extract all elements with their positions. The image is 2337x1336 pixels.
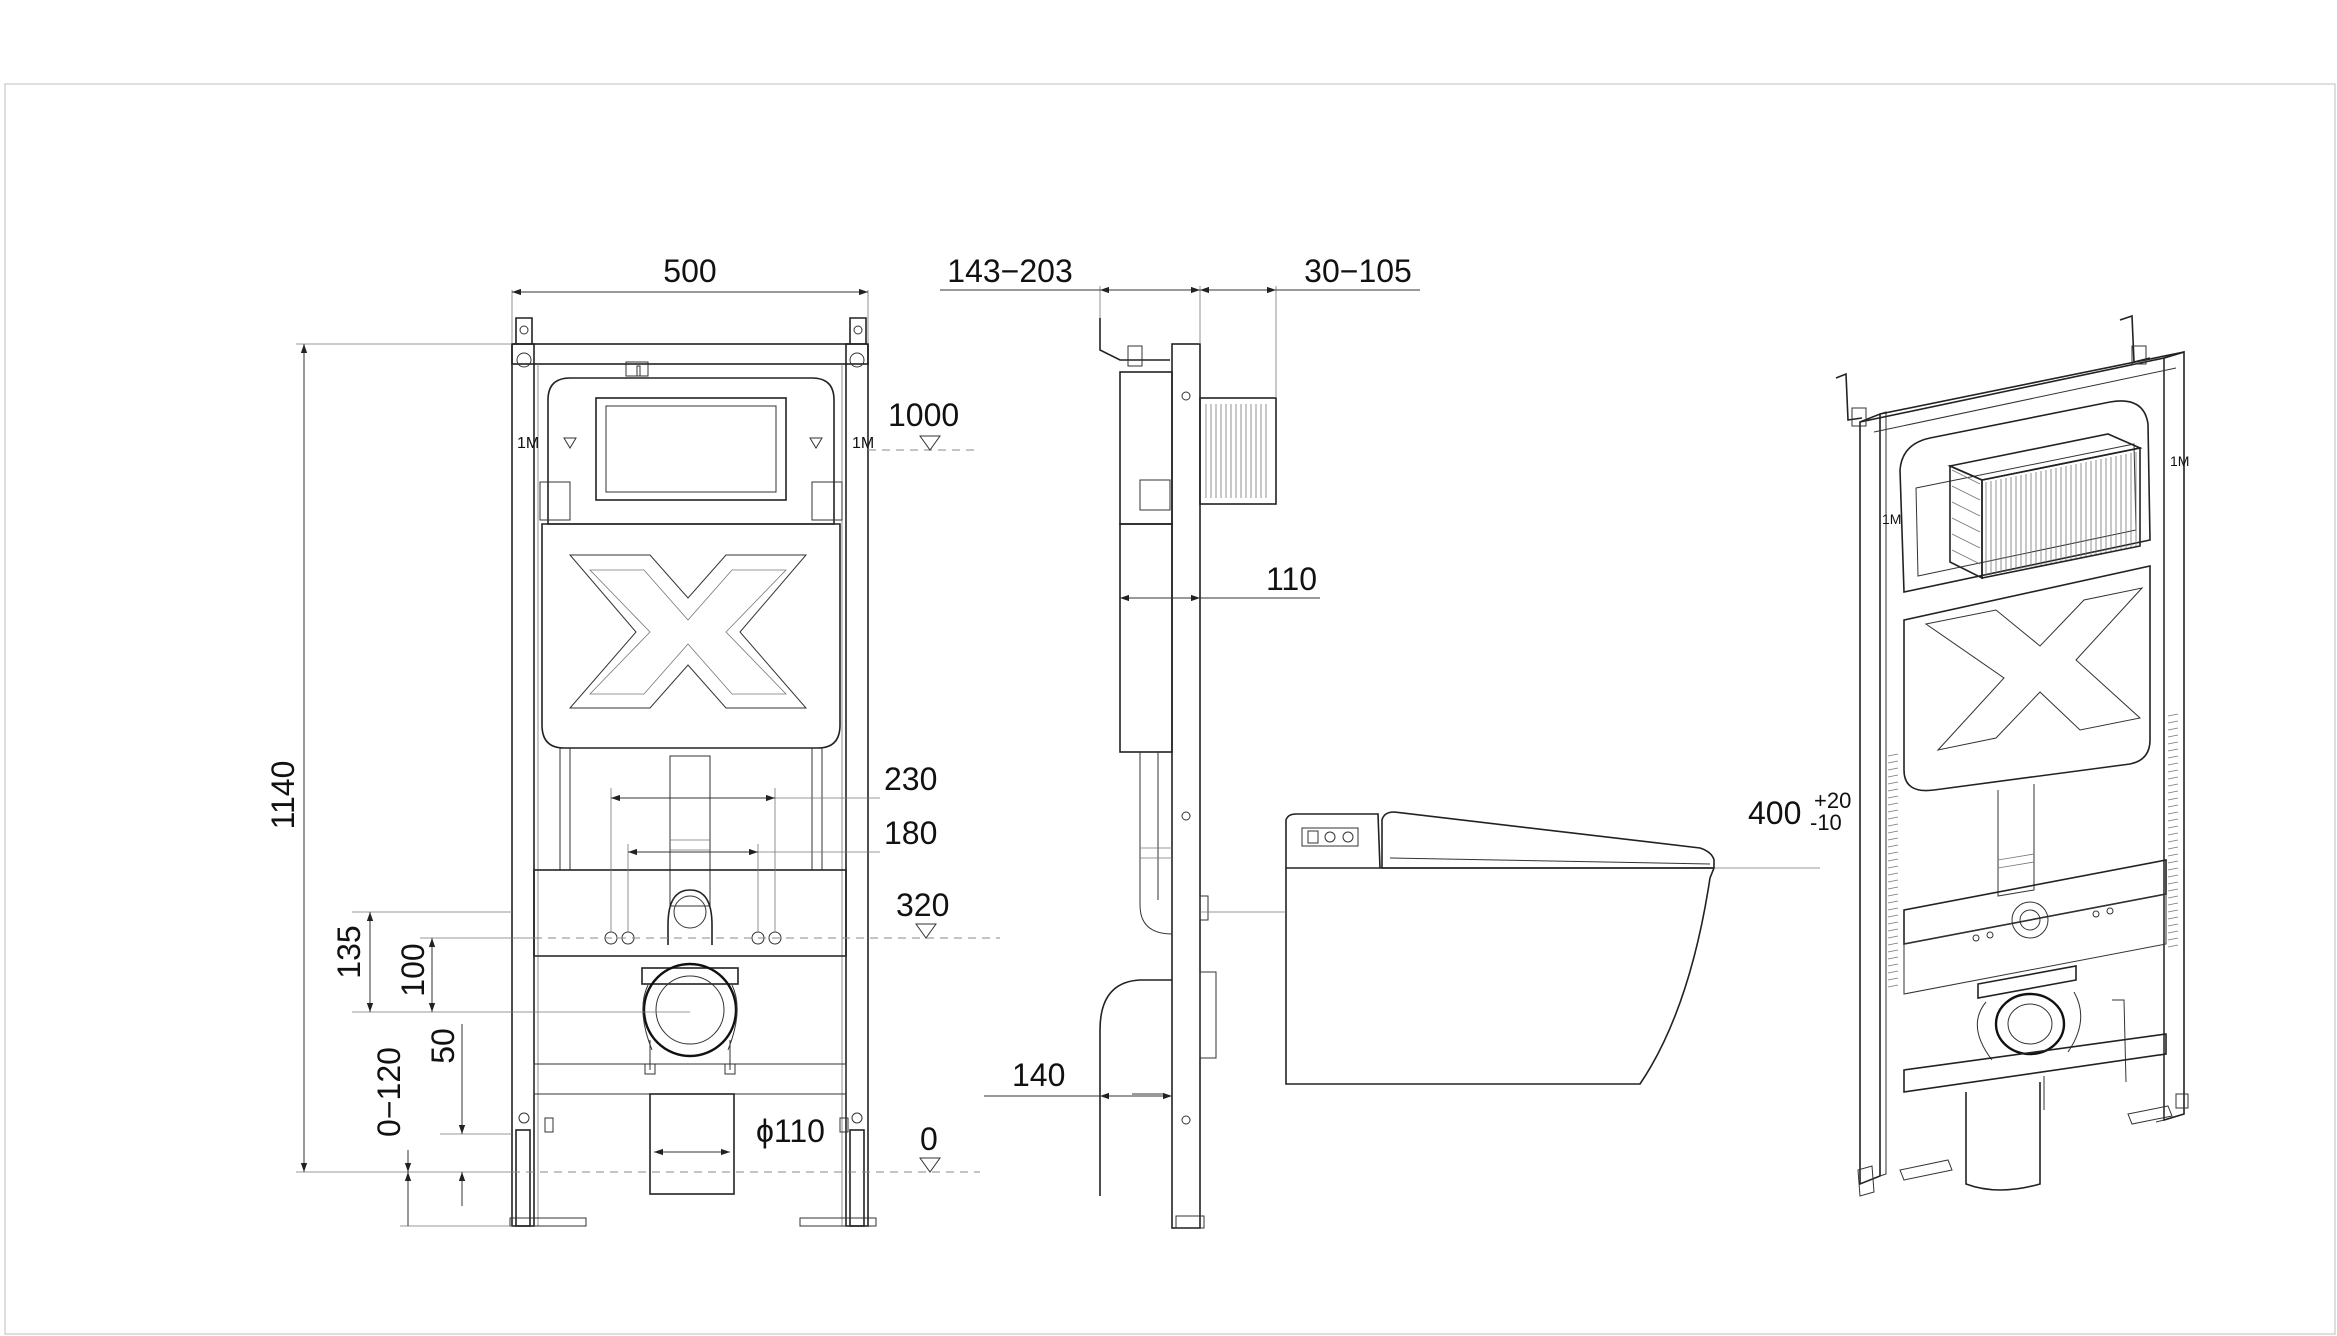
dim-seat-height-plus: +20 [1814, 788, 1851, 813]
front-dimensions: 500 1140 1000 230 180 320 135 100 50 [265, 253, 1000, 1227]
frame-springs [1887, 713, 2179, 988]
dim-level-0: 0 [920, 1121, 938, 1157]
dim-bolt-inner: 180 [884, 815, 937, 851]
frame-mark-left: 1M [517, 435, 539, 452]
iso-frame-mark-left: 1M [1882, 511, 1901, 527]
dim-cistern-depth: 110 [1266, 561, 1317, 597]
dim-135: 135 [331, 925, 367, 978]
front-view: 1M 1M [509, 317, 877, 1227]
seat-height-dimension: 400 +20 -10 [1748, 788, 1851, 835]
iso-frame-mark-right: 1M [2170, 453, 2189, 469]
dim-bolt-outer: 230 [884, 761, 937, 797]
dim-seat-height-minus: -10 [1810, 810, 1842, 835]
side-view [1099, 318, 1277, 1229]
flush-button-texture [1205, 404, 1267, 498]
toilet-side-view [1200, 811, 1820, 1085]
dim-button-offset: 30−105 [1304, 253, 1412, 289]
dim-depth-range: 143−203 [947, 253, 1072, 289]
dim-100: 100 [395, 943, 431, 996]
flush-module-texture [1951, 452, 2137, 576]
dim-floor-adjust: 0−120 [371, 1047, 407, 1137]
dim-50: 50 [425, 1028, 461, 1064]
dim-outlet-depth: 140 [1012, 1057, 1065, 1093]
dim-seat-height: 400 [1748, 795, 1801, 831]
dim-frame-width: 500 [663, 253, 716, 289]
sheet-border [4, 83, 2336, 1335]
dim-level-1000: 1000 [888, 397, 959, 433]
isometric-frame-view: 1M 1M [1835, 314, 2189, 1197]
dim-level-320: 320 [896, 887, 949, 923]
frame-mark-right: 1M [852, 435, 874, 452]
dim-frame-height: 1140 [265, 761, 301, 830]
dim-outlet-diameter: ϕ110 [756, 1113, 825, 1149]
side-dimensions: 143−203 30−105 110 140 [940, 253, 1420, 1100]
